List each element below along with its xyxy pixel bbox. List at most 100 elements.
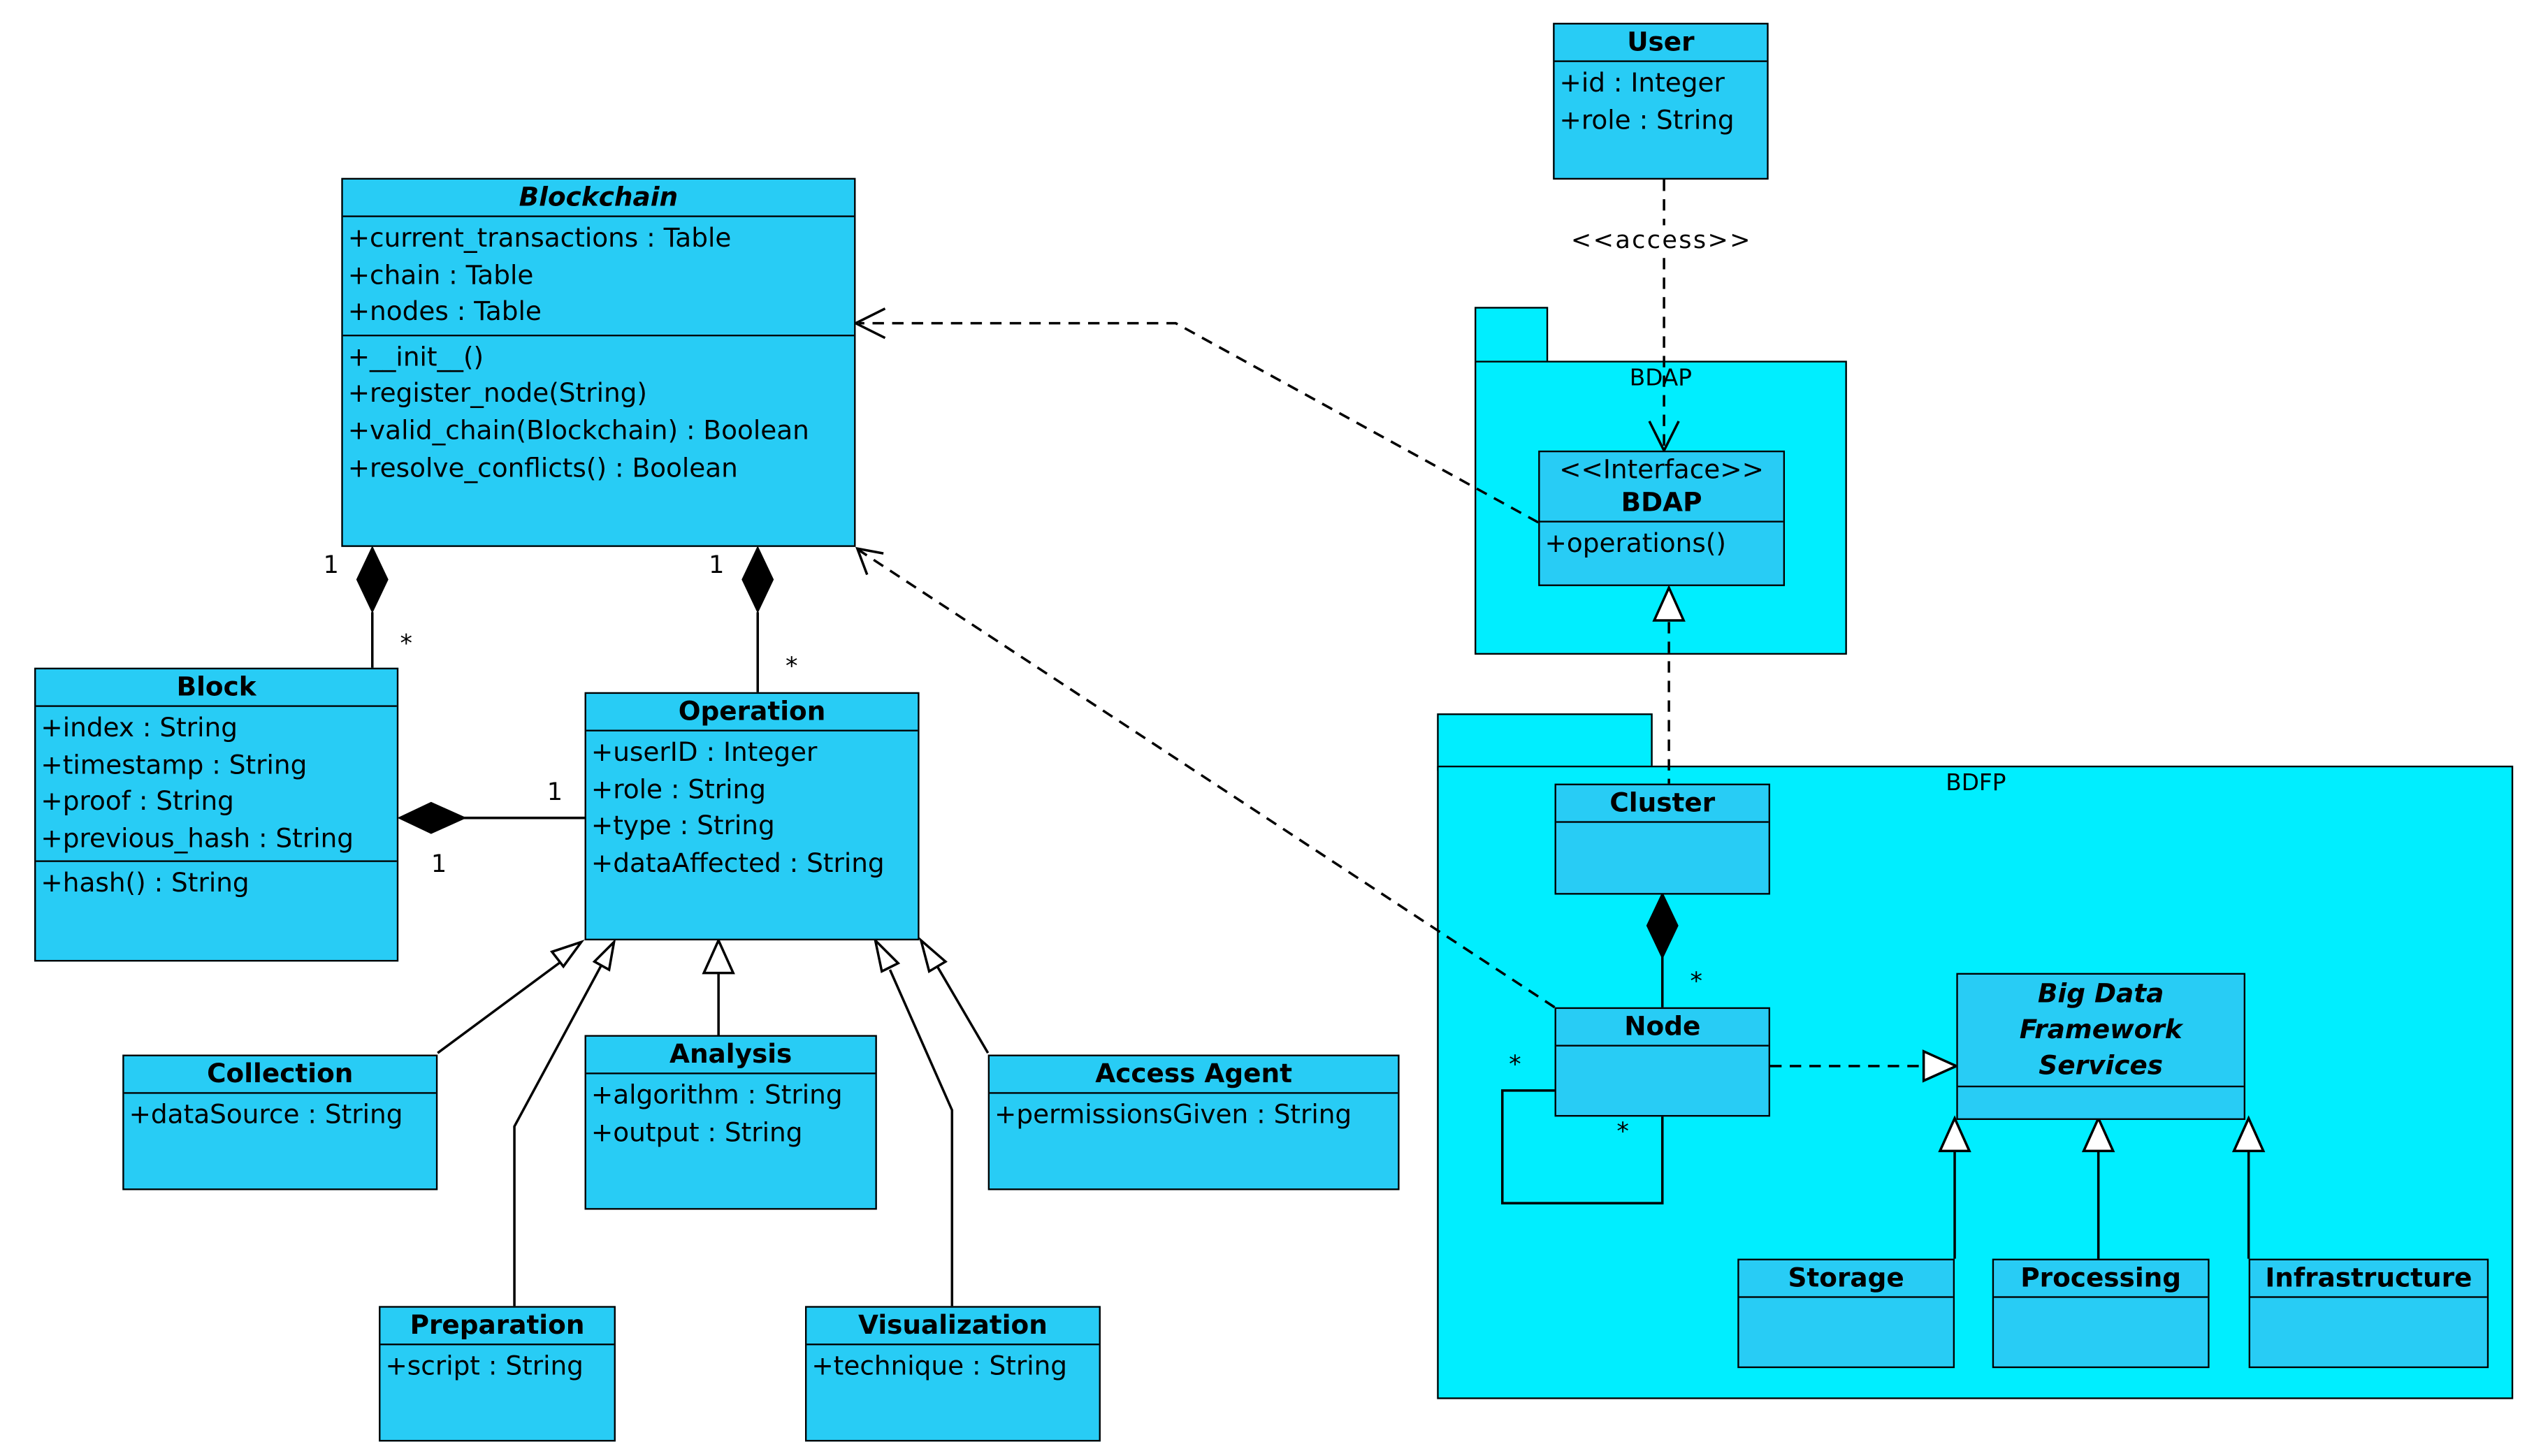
attribute: +index : String [41,711,238,743]
class-user[interactable]: User +id : Integer +role : String [1553,22,1769,180]
multiplicity: * [1509,1049,1521,1079]
operation: +hash() : String [41,867,249,899]
class-name: Storage [1739,1260,1953,1298]
empty-section [1739,1298,1953,1367]
blockchain-operation-diamond [741,546,774,614]
attribute: +nodes : Table [347,296,542,327]
multiplicity: 1 [546,777,563,807]
attributes-section: +index : String +timestamp : String +pro… [36,707,397,863]
class-name: Operation [586,694,918,731]
attribute: +output : String [591,1116,803,1147]
class-block[interactable]: Block +index : String +timestamp : Strin… [34,667,399,962]
class-storage[interactable]: Storage [1737,1258,1955,1369]
attribute: +chain : Table [347,259,534,290]
multiplicity: 1 [323,550,339,580]
class-name: BDAP [1621,486,1702,518]
access-arrowhead [1648,421,1680,453]
class-name: Node [1556,1009,1769,1047]
multiplicity: * [400,628,413,658]
operations-section: +__init__() +register_node(String) +vali… [343,336,854,546]
node-blockchain-dependency [858,549,1556,1009]
class-processing[interactable]: Processing [1992,1258,2210,1369]
class-infrastructure[interactable]: Infrastructure [2248,1258,2489,1369]
operations-section: +hash() : String [36,863,396,960]
attribute: +dataSource : String [129,1098,403,1130]
class-big-data-framework-services[interactable]: Big Data Framework Services [1956,973,2245,1120]
class-access-agent[interactable]: Access Agent +permissionsGiven : String [987,1054,1400,1191]
attribute: +current_transactions : Table [347,221,732,254]
class-node[interactable]: Node [1554,1007,1770,1117]
infrastructure-arrowhead [2231,1115,2266,1153]
class-name: Visualization [806,1308,1099,1346]
class-operation[interactable]: Operation +userID : Integer +role : Stri… [584,692,920,940]
attributes-section: +current_transactions : Table +chain : T… [342,217,855,336]
attribute: +dataAffected : String [591,847,885,878]
attribute: +technique : String [811,1350,1068,1381]
node-bdfs-arrowhead [1922,1049,1960,1083]
class-name-line: Big Data [2037,977,2164,1010]
collection-generalization [437,959,565,1054]
class-cluster[interactable]: Cluster [1554,783,1770,895]
attribute: +role : String [1559,103,1735,135]
block-operation-diamond [397,801,467,834]
empty-section [1958,1087,2244,1118]
attributes-section: +algorithm : String +output : String [586,1075,876,1209]
operation: +valid_chain(Blockchain) : Boolean [347,414,809,446]
attribute: +role : String [591,773,766,805]
attributes-section: +userID : Integer +role : String +type :… [586,731,918,939]
preparation-arrowhead [592,938,616,972]
bdfp-package-tab [1437,713,1653,771]
attribute: +userID : Integer [591,736,818,768]
empty-section [2250,1298,2487,1367]
attribute: +timestamp : String [41,748,307,780]
operation: +register_node(String) [347,377,647,409]
access-stereotype-label: <<access>> [1570,225,1752,255]
cluster-node-diamond [1646,891,1679,960]
multiplicity: 1 [430,849,447,879]
attribute: +type : String [591,810,775,841]
class-name: Cluster [1556,785,1769,823]
class-blockchain[interactable]: Blockchain +current_transactions : Table… [341,177,856,547]
multiplicity: * [1616,1116,1629,1146]
bdap-blockchain-dependency [859,321,1540,524]
class-name: Infrastructure [2250,1260,2487,1298]
attribute: +permissionsGiven : String [994,1098,1352,1130]
attribute: +id : Integer [1559,66,1725,99]
node-blockchain-arrowhead [855,546,884,576]
operation: +__init__() [347,340,484,372]
class-name: Collection [124,1056,436,1094]
node-self-association [1501,1089,1664,1204]
class-name-line: Services [2039,1049,2163,1081]
bdap-package-label: BDAP [1629,365,1693,392]
attribute: +proof : String [41,785,234,817]
storage-arrowhead [1938,1115,1971,1153]
bdfp-package-label: BDFP [1946,770,2006,797]
access-agent-arrowhead [918,936,948,974]
attributes-section: +permissionsGiven : String [990,1094,1398,1189]
class-analysis[interactable]: Analysis +algorithm : String +output : S… [584,1035,877,1210]
class-name: User [1554,24,1767,62]
empty-section [1994,1298,2208,1367]
stereotype: <<Interface>> [1559,453,1764,485]
collection-arrowhead [549,939,585,969]
interface-header: <<Interface>> BDAP [1540,452,1783,523]
class-name-line: Framework [2019,1014,2182,1045]
class-visualization[interactable]: Visualization +technique : String [804,1306,1101,1442]
class-name: Block [36,669,397,707]
class-name: Access Agent [990,1056,1398,1094]
class-collection[interactable]: Collection +dataSource : String [122,1054,438,1191]
visualization-arrowhead [873,936,901,973]
class-name: Preparation [380,1308,614,1346]
analysis-arrowhead [702,937,735,975]
class-preparation[interactable]: Preparation +script : String [379,1306,616,1442]
attributes-section: +dataSource : String [124,1094,436,1189]
access-agent-generalization [936,966,990,1054]
class-name: Blockchain [342,180,855,217]
attribute: +algorithm : String [591,1079,843,1110]
multiplicity: 1 [709,550,725,580]
class-name: Big Data Framework Services [1957,975,2244,1088]
interface-bdap[interactable]: <<Interface>> BDAP +operations() [1538,450,1786,586]
attributes-section: +id : Integer +role : String [1555,62,1767,178]
